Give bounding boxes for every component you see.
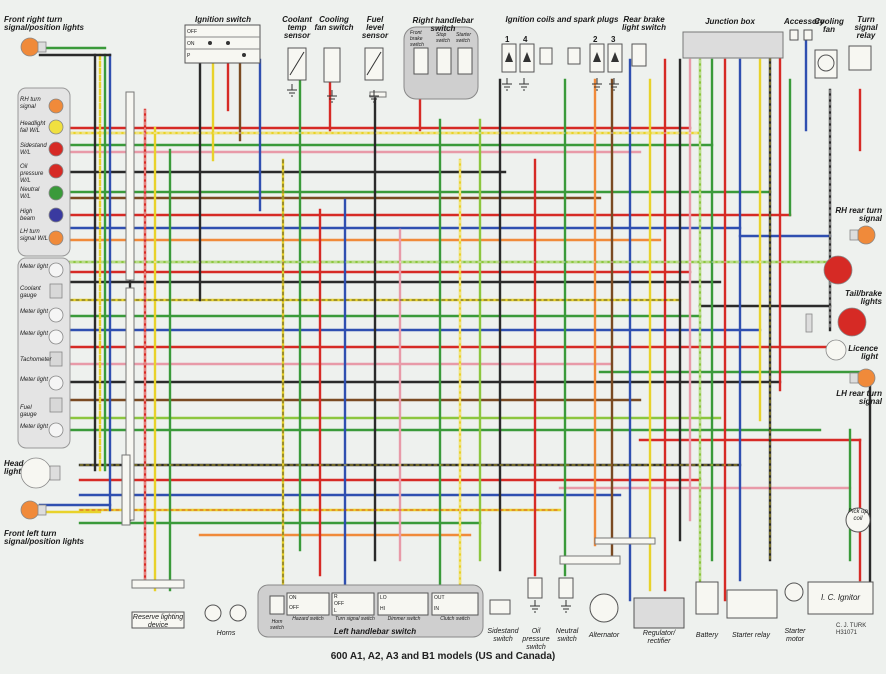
- head-light-label: Head light: [4, 459, 24, 476]
- turn-pos-off: OFF: [334, 601, 344, 607]
- turn-signal-relay-label: Turn signal relay: [854, 15, 878, 40]
- clutch-switch-label: Clutch switch: [440, 616, 470, 622]
- rear-brake-light-switch-label: Rear brake light switch: [622, 15, 666, 32]
- horns-label: Horns: [216, 630, 236, 637]
- junction-box-label: Junction box: [705, 17, 755, 26]
- coil-number-3: 3: [611, 35, 616, 44]
- ign-pos-on: ON: [187, 41, 195, 47]
- sensors-top: [287, 47, 384, 83]
- meter-light-label-4: Meter light: [20, 377, 49, 383]
- oil-pressure-switch-label: Oil pressure switch: [522, 628, 550, 651]
- meter-light-label-2: Meter light: [20, 309, 49, 315]
- coil-number-2: 2: [593, 35, 598, 44]
- cooling-fan-label: Cooling fan: [814, 17, 844, 34]
- oil-pressure-wl-label: Oil pressure W/L: [20, 164, 44, 184]
- turn-pos-r: R: [334, 594, 338, 600]
- pick-up-coil-label: Pick up coil: [848, 509, 868, 522]
- turn-signal-switch-label: Turn signal switch: [335, 616, 375, 622]
- warning-lamps: [48, 98, 64, 438]
- bottom-components: [131, 507, 874, 638]
- starter-relay-label: Starter relay: [731, 632, 771, 639]
- wire-harness: [38, 38, 872, 602]
- lh-rear-turn-label: LH rear turn signal: [836, 389, 882, 406]
- front-brake-switch-label: Front brake switch: [410, 30, 424, 48]
- alternator-label: Alternator: [588, 632, 620, 639]
- dimmer-pos-hi: HI: [380, 606, 385, 612]
- neutral-wl-label: Neutral W/L: [20, 187, 40, 200]
- clutch-pos-out: OUT: [434, 595, 445, 601]
- clutch-pos-in: IN: [434, 606, 439, 612]
- regulator-rectifier-label: Regulator/ rectifier: [642, 630, 676, 645]
- dimmer-pos-lo: LO: [380, 595, 387, 601]
- starter-motor-label: Starter motor: [784, 628, 806, 643]
- horn-switch-label: Horn switch: [270, 619, 284, 631]
- meter-light-label-3: Meter light: [20, 331, 49, 337]
- sidestand-wl-label: Sidestand W/L: [20, 143, 47, 156]
- rear-brake-switch: [631, 43, 647, 67]
- lh-turn-signal-wl-label: LH turn signal W/L: [20, 229, 49, 242]
- hazard-switch-label: Hazard switch: [292, 616, 324, 622]
- coil-number-1: 1: [505, 35, 510, 44]
- front-right-turn-label: Front right turn signal/position lights: [4, 15, 84, 32]
- rh-turn-signal-wl-label: RH turn signal: [20, 97, 41, 110]
- battery-label: Battery: [695, 632, 719, 639]
- ignition-coils-label: Ignition coils and spark plugs: [505, 15, 619, 24]
- high-beam-label: High beam: [20, 209, 36, 222]
- ignition-coils: [501, 43, 623, 73]
- ignition-switch: [184, 24, 261, 64]
- left-handlebar-switch-label: Left handlebar switch: [333, 627, 417, 636]
- meter-light-label-5: Meter light: [20, 424, 49, 430]
- tachometer-label: Tachometer: [20, 357, 52, 363]
- ic-ignitor-label: I. C. Ignitor: [820, 593, 861, 602]
- credit: C. J. TURK H31071: [836, 623, 867, 636]
- front-lights: [20, 37, 61, 520]
- rh-rear-turn-label: RH rear turn signal: [835, 206, 882, 223]
- fuel-level-sensor-label: Fuel level sensor: [361, 15, 389, 40]
- rear-lights: [805, 225, 876, 388]
- coil-number-4: 4: [523, 35, 528, 44]
- ignition-switch-label: Ignition switch: [195, 15, 251, 24]
- accessory-label: Accessory: [784, 17, 825, 26]
- headlight-fail-label: Headlight fail W/L: [20, 121, 46, 134]
- ign-pos-off: OFF: [187, 29, 197, 35]
- licence-light-label: Licence light: [848, 344, 878, 361]
- tail-brake-label: Tail/brake lights: [844, 289, 882, 306]
- turn-pos-l: L: [334, 608, 337, 614]
- starter-switch-label: Starter switch: [456, 32, 472, 44]
- neutral-switch-label: Neutral switch: [555, 628, 579, 643]
- junction-box: [682, 31, 784, 59]
- diagram-caption: 600 A1, A2, A3 and B1 models (US and Can…: [330, 651, 556, 662]
- reserve-lighting-label: Reserve lighting device: [132, 614, 184, 629]
- right-handlebar-switch: [403, 26, 479, 100]
- ign-pos-p: P: [187, 53, 191, 59]
- hazard-pos-on: ON: [289, 595, 297, 601]
- dimmer-switch-label: Dimmer switch: [387, 616, 421, 622]
- cooling-fan-switch-label: Cooling fan switch: [314, 15, 354, 32]
- coolant-temp-sensor-label: Coolant temp sensor: [282, 15, 312, 40]
- hazard-pos-off: OFF: [289, 605, 299, 611]
- coolant-gauge-label: Coolant gauge: [20, 286, 41, 299]
- fuel-gauge-label: Fuel gauge: [20, 405, 37, 418]
- ground-symbols: [287, 78, 619, 613]
- meter-light-label-1: Meter light: [20, 264, 49, 270]
- accessory-fan-relay: [789, 29, 872, 79]
- sidestand-switch-label: Sidestand switch: [487, 628, 519, 643]
- stop-switch-label: Stop switch: [436, 32, 450, 44]
- right-handlebar-switch-label: Right handlebar switch: [412, 16, 474, 33]
- front-left-turn-label: Front left turn signal/position lights: [4, 529, 84, 546]
